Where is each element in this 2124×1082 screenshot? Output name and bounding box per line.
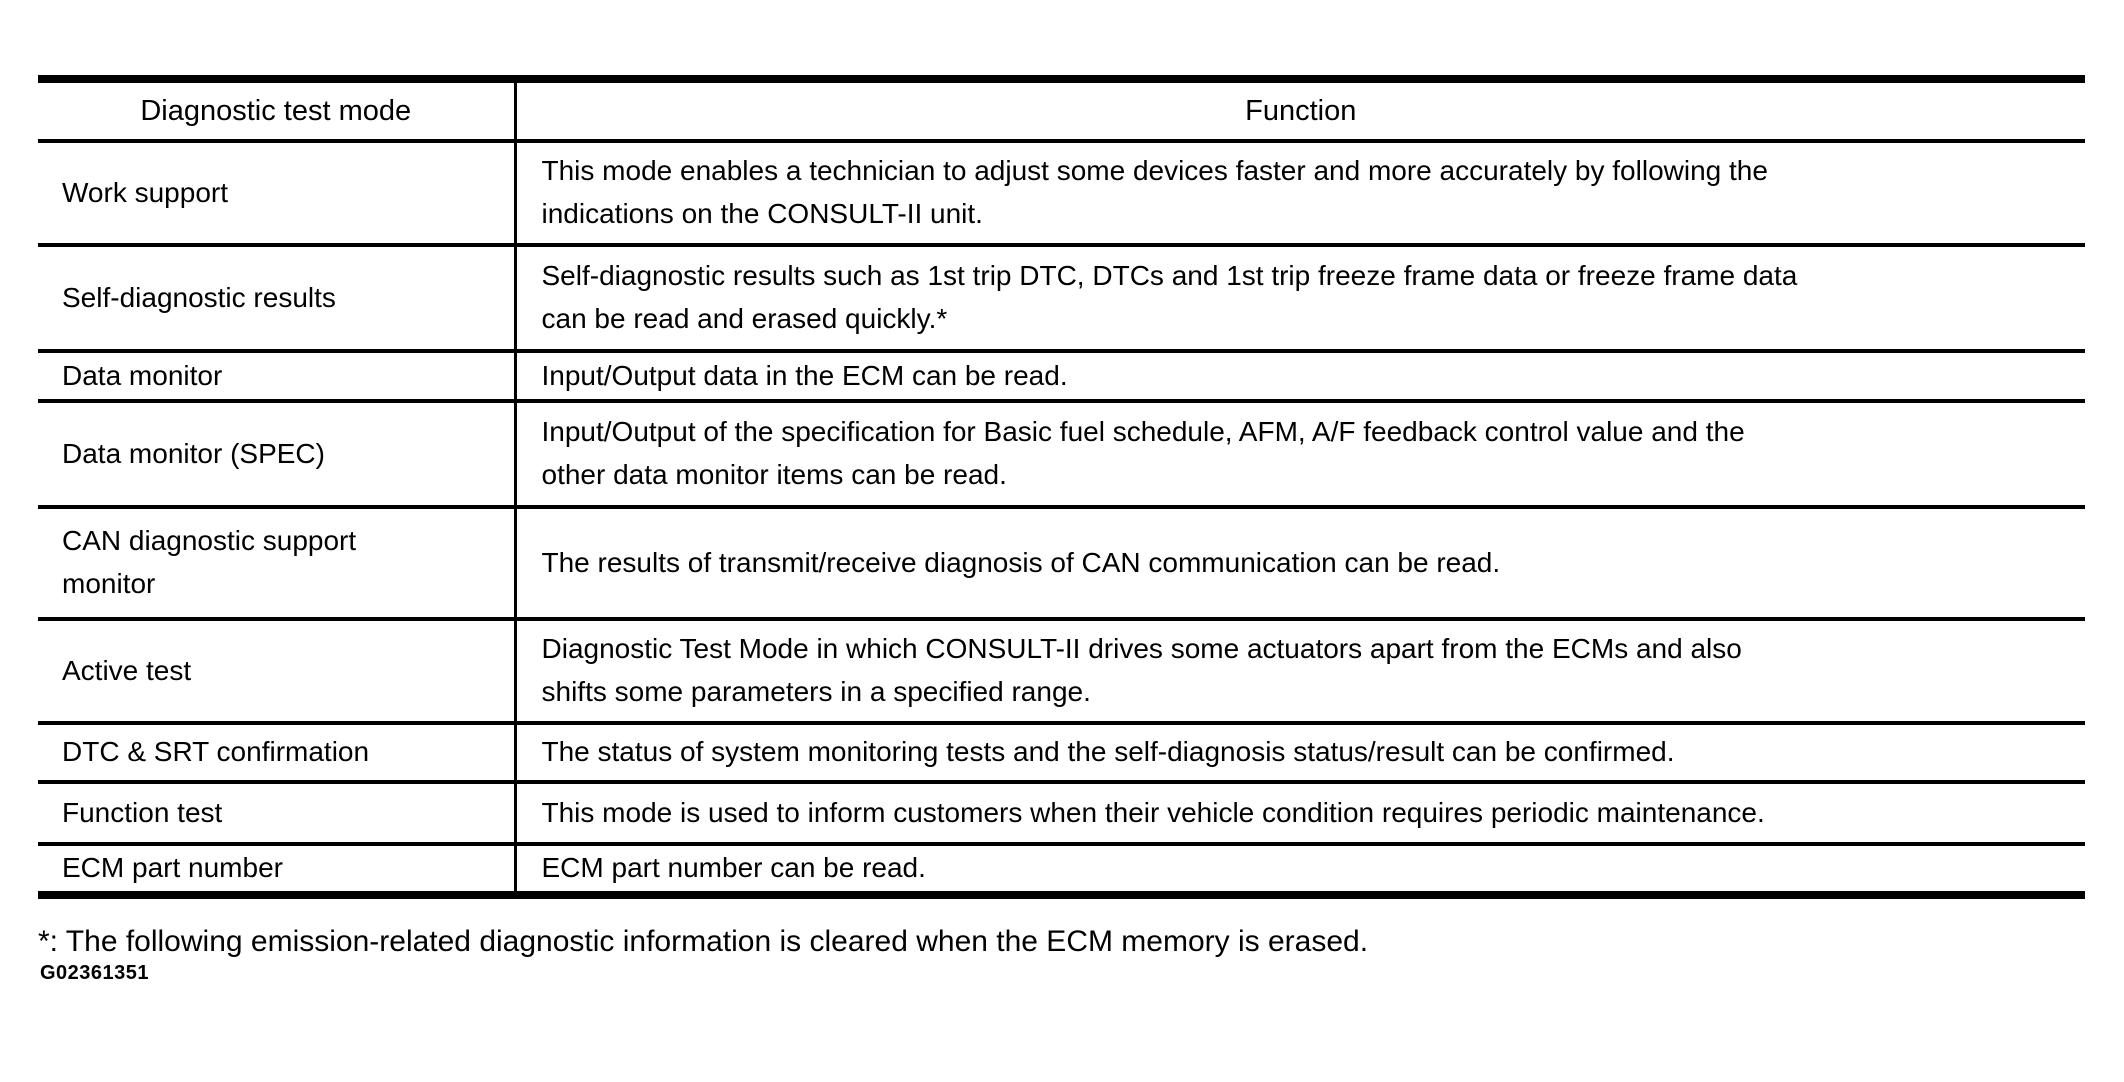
mode-cell: Data monitor: [38, 349, 517, 403]
figure-id: G02361351: [40, 962, 150, 984]
table-row: Self-diagnostic results Self-diagnostic …: [38, 243, 2085, 353]
function-cell: The status of system monitoring tests an…: [515, 721, 2085, 784]
table-row: DTC & SRT confirmation The status of sys…: [38, 721, 2085, 784]
table-row: Work support This mode enables a technic…: [38, 139, 2085, 247]
column-header-mode: Diagnostic test mode: [38, 75, 517, 143]
mode-cell: DTC & SRT confirmation: [38, 721, 517, 784]
function-cell: This mode enables a technician to adjust…: [515, 139, 2085, 247]
mode-cell: Data monitor (SPEC): [38, 399, 517, 509]
function-cell: Input/Output data in the ECM can be read…: [515, 349, 2085, 403]
mode-cell: ECM part number: [38, 842, 517, 899]
function-cell: The results of transmit/receive diagnosi…: [515, 505, 2085, 621]
function-cell: This mode is used to inform customers wh…: [515, 780, 2085, 846]
table-row: Data monitor Input/Output data in the EC…: [38, 349, 2085, 403]
column-header-function: Function: [515, 75, 2085, 143]
table-row: Active test Diagnostic Test Mode in whic…: [38, 617, 2085, 725]
function-cell: ECM part number can be read.: [515, 842, 2085, 899]
footnote: *: The following emission-related diagno…: [38, 925, 1369, 958]
function-cell: Self-diagnostic results such as 1st trip…: [515, 243, 2085, 353]
table-row: Function test This mode is used to infor…: [38, 780, 2085, 846]
mode-cell: Active test: [38, 617, 517, 725]
table-row: CAN diagnostic support monitor The resul…: [38, 505, 2085, 621]
table-row: ECM part number ECM part number can be r…: [38, 842, 2085, 899]
diagnostic-test-mode-table: Diagnostic test mode Function Work suppo…: [38, 75, 2085, 899]
function-cell: Diagnostic Test Mode in which CONSULT-II…: [515, 617, 2085, 725]
mode-cell: CAN diagnostic support monitor: [38, 505, 517, 621]
mode-cell: Work support: [38, 139, 517, 247]
table-header-row: Diagnostic test mode Function: [38, 75, 2085, 143]
mode-cell: Self-diagnostic results: [38, 243, 517, 353]
mode-cell: Function test: [38, 780, 517, 846]
table-row: Data monitor (SPEC) Input/Output of the …: [38, 399, 2085, 509]
function-cell: Input/Output of the specification for Ba…: [515, 399, 2085, 509]
